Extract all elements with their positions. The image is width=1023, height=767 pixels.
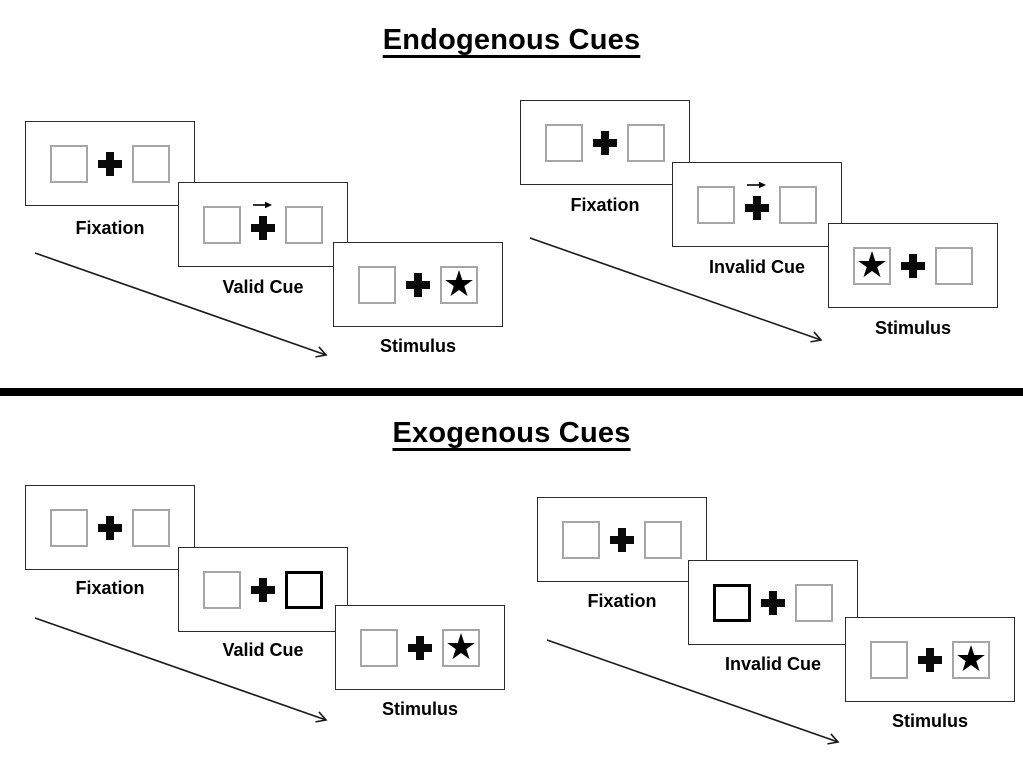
timeline-arrow-endogenous-valid (34, 252, 328, 358)
placeholder-box-left (203, 570, 241, 609)
target-box-right: ★ (440, 262, 478, 304)
invalid-cue-card (672, 162, 842, 247)
stimulus-card: ★ (335, 605, 505, 690)
endogenous-cues-title: Endogenous Cues (382, 24, 641, 56)
highlighted-cue-box-right (285, 570, 323, 609)
fixation-label: Fixation (587, 591, 657, 611)
placeholder-box-right (132, 508, 170, 547)
target-box-right: ★ (442, 625, 480, 667)
placeholder-box-left (360, 628, 398, 667)
fixation-card (25, 121, 195, 206)
placeholder-box-right (285, 205, 323, 244)
target-star-icon: ★ (442, 262, 476, 304)
highlighted-cue-box-left (713, 583, 751, 622)
placeholder-box-left (50, 508, 88, 547)
placeholder-box-left (562, 520, 600, 559)
stimulus-label: Stimulus (891, 711, 968, 731)
target-box-right: ★ (952, 637, 990, 679)
cue-arrow-icon (747, 181, 766, 188)
valid-cue-label: Valid Cue (222, 640, 304, 660)
placeholder-box-left (545, 123, 583, 162)
stimulus-card: ★ (845, 617, 1015, 702)
stimulus-label: Stimulus (874, 318, 951, 338)
timeline-arrow-exogenous-valid (34, 617, 328, 723)
placeholder-box-left (697, 185, 735, 224)
fixation-card (520, 100, 690, 185)
timeline-arrow-exogenous-invalid (546, 639, 840, 745)
fixation-cross-icon (761, 590, 785, 615)
target-box-left: ★ (853, 243, 891, 285)
invalid-cue-card (688, 560, 858, 645)
section-divider (0, 388, 1023, 396)
fixation-cross-icon (745, 195, 769, 220)
fixation-cross-icon (98, 515, 122, 540)
placeholder-box-left (50, 144, 88, 183)
fixation-cross-icon (98, 151, 122, 176)
fixation-cross-icon (251, 577, 275, 602)
placeholder-box-right (644, 520, 682, 559)
target-star-icon: ★ (954, 637, 988, 679)
invalid-cue-label: Invalid Cue (708, 257, 806, 277)
fixation-cross-icon (901, 253, 925, 278)
placeholder-box-right (627, 123, 665, 162)
fixation-cross-icon (408, 635, 432, 660)
fixation-cross-icon (593, 130, 617, 155)
fixation-cross-icon (610, 527, 634, 552)
placeholder-box-right (132, 144, 170, 183)
fixation-cross-icon (918, 647, 942, 672)
stimulus-label: Stimulus (381, 699, 458, 719)
stimulus-card: ★ (333, 242, 503, 327)
timeline-arrow-endogenous-invalid (529, 237, 823, 343)
target-star-icon: ★ (855, 243, 889, 285)
cue-arrow-icon (253, 201, 272, 208)
fixation-card (537, 497, 707, 582)
exogenous-cues-title: Exogenous Cues (392, 417, 631, 449)
fixation-cross-icon (406, 272, 430, 297)
placeholder-box-right (795, 583, 833, 622)
valid-cue-card (178, 182, 348, 267)
valid-cue-card (178, 547, 348, 632)
fixation-cross-icon (251, 215, 275, 240)
central-cue (251, 201, 275, 240)
placeholder-box-right (935, 246, 973, 285)
placeholder-box-right (779, 185, 817, 224)
placeholder-box-left (203, 205, 241, 244)
fixation-card (25, 485, 195, 570)
central-cue (745, 181, 769, 220)
fixation-label: Fixation (75, 578, 145, 598)
stimulus-label: Stimulus (379, 336, 456, 356)
valid-cue-label: Valid Cue (222, 277, 304, 297)
placeholder-box-left (358, 265, 396, 304)
stimulus-card: ★ (828, 223, 998, 308)
fixation-label: Fixation (75, 218, 145, 238)
target-star-icon: ★ (444, 625, 478, 667)
placeholder-box-left (870, 640, 908, 679)
fixation-label: Fixation (570, 195, 640, 215)
invalid-cue-label: Invalid Cue (724, 654, 822, 674)
